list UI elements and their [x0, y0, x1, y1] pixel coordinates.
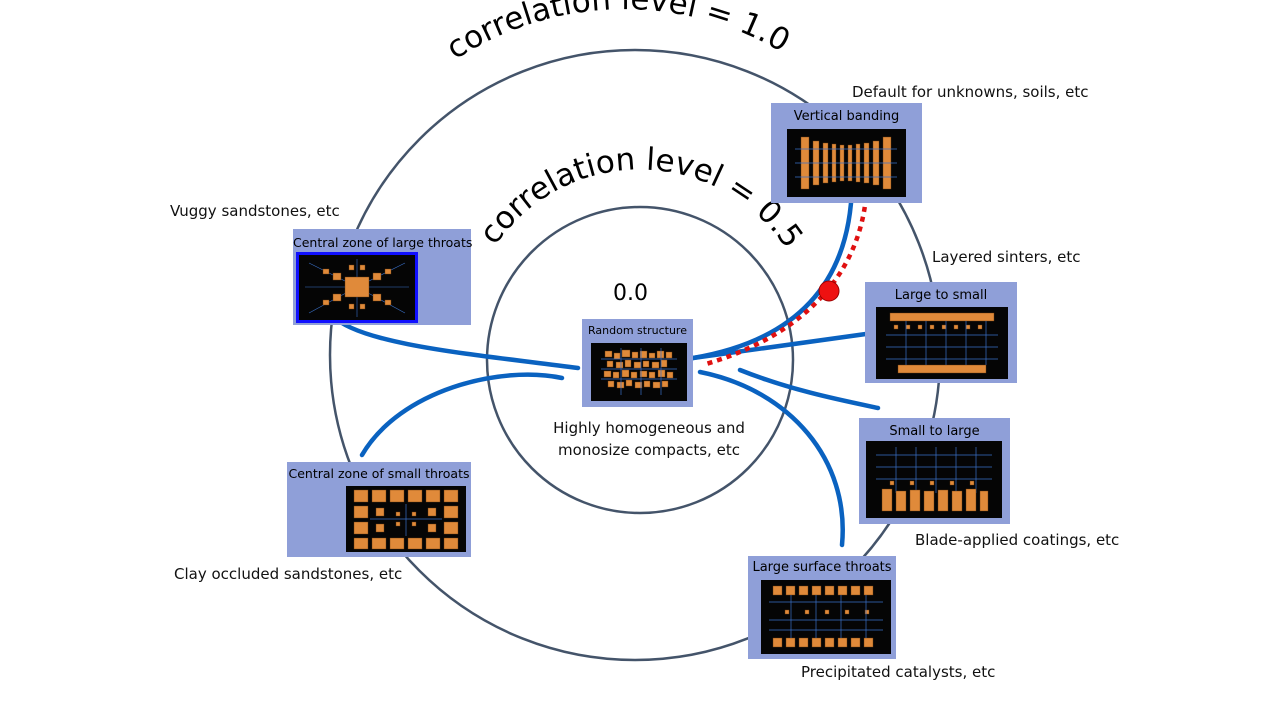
caption-vertical-banding: Default for unknowns, soils, etc: [852, 83, 1089, 101]
structure-thumbnail: [876, 307, 1008, 379]
structure-thumbnail: [787, 129, 906, 197]
caption-surface-throats: Precipitated catalysts, etc: [801, 663, 996, 681]
ring-middle: [485, 205, 795, 515]
panel-large-to-small[interactable]: Large to small: [865, 282, 1017, 383]
caption-random-line-2: monosize compacts, etc: [558, 440, 740, 459]
caption-small-to-large: Blade-applied coatings, etc: [915, 531, 1120, 549]
panel-surface-throats[interactable]: Large surface throats: [748, 556, 896, 659]
connector-large-to-small: [690, 330, 876, 361]
connector-small-throats: [359, 372, 565, 458]
outer-ring-label: correlation level = 1.0: [440, 0, 796, 67]
panel-random-structure[interactable]: Random structure: [582, 319, 693, 407]
small-to-large-image: [876, 447, 992, 512]
random-structure-image: [601, 348, 677, 395]
panel-large-throats[interactable]: Central zone of large throats: [293, 229, 473, 325]
caption-random-line-1: Highly homogeneous and: [553, 419, 745, 437]
panel-title: Large to small: [894, 288, 988, 303]
center-level-label: 0.0: [613, 281, 648, 306]
large-throats-image: [305, 259, 409, 317]
large-to-small-image: [886, 312, 998, 374]
vertical-banding-image: [795, 136, 897, 190]
panel-small-throats[interactable]: Central zone of small throats: [287, 462, 471, 557]
caption-small-throats: Clay occluded sandstones, etc: [174, 565, 403, 583]
transition-marker[interactable]: [818, 280, 840, 302]
connector-vertical: [690, 182, 855, 361]
structure-thumbnail-selected: [296, 252, 418, 323]
caption-large-to-small: Layered sinters, etc: [932, 248, 1081, 266]
panel-vertical-banding[interactable]: Vertical banding: [771, 103, 922, 203]
connectors: [330, 182, 881, 548]
middle-ring-label: correlation level = 0.5: [472, 141, 809, 254]
structure-thumbnail: [346, 486, 466, 552]
panel-title: Vertical banding: [793, 109, 900, 124]
panel-title: Central zone of large throats: [293, 235, 473, 250]
panel-title: Large surface throats: [752, 560, 892, 575]
structure-thumbnail: [591, 343, 687, 401]
structure-thumbnail: [866, 441, 1002, 518]
structure-thumbnail: [761, 580, 891, 654]
surface-throats-image: [769, 585, 883, 648]
connector-small-to-large: [737, 367, 881, 411]
connector-large-throats: [330, 313, 581, 371]
panel-title: Small to large: [889, 424, 980, 439]
panel-small-to-large[interactable]: Small to large: [859, 418, 1010, 524]
connector-surface-throats: [697, 369, 845, 548]
panel-title: Central zone of small throats: [288, 466, 470, 481]
panel-title: Random structure: [588, 324, 687, 337]
caption-random-structure: Highly homogeneous and monosize compacts…: [546, 418, 752, 462]
small-throats-image: [353, 489, 459, 550]
caption-large-throats: Vuggy sandstones, etc: [170, 202, 340, 220]
